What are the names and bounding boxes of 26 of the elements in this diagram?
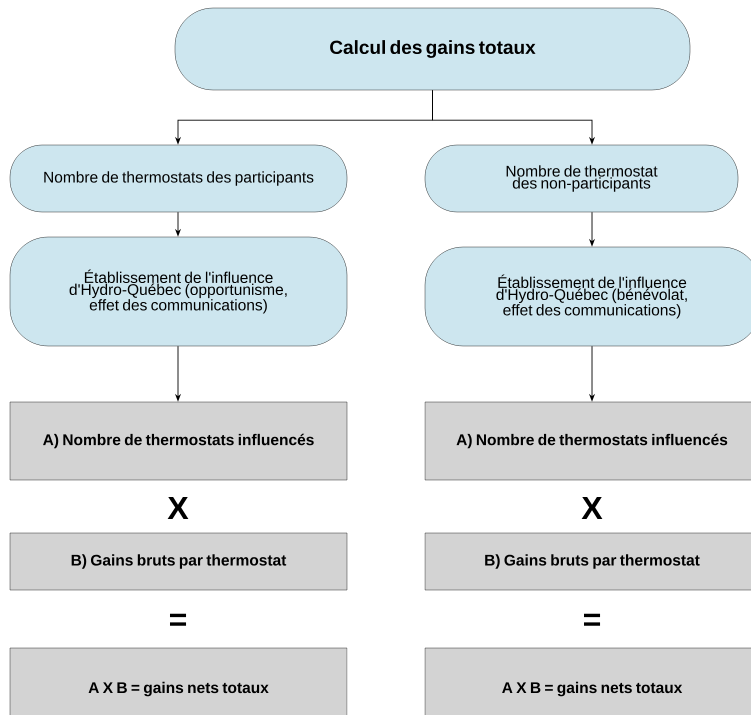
node-text: Nombre de thermostat des non-participants — [506, 165, 658, 192]
rounded-box — [424, 144, 738, 212]
process-box — [424, 402, 751, 480]
node-text: A X B = gains nets totaux — [88, 682, 269, 696]
node-text: Calcul des gains totaux — [330, 40, 536, 58]
node-text: B) Gains bruts par thermostat — [72, 554, 286, 569]
process-box — [424, 532, 751, 590]
node-text: Établissement de l'influence d'Hydro-Québec (bénévolat, effet des communications) — [496, 274, 687, 319]
node-text: A X B = gains nets totaux — [502, 682, 682, 696]
rounded-box — [424, 246, 751, 346]
node-text: B) Gains bruts par thermostat — [485, 554, 700, 569]
node-text: Nombre de thermostats des participants — [44, 171, 314, 186]
rounded-box — [10, 144, 348, 212]
operator-symbol: X — [168, 497, 188, 520]
process-box — [10, 648, 348, 715]
process-box — [10, 532, 348, 590]
operator-symbol: = — [584, 614, 600, 626]
operator-symbol: = — [170, 614, 186, 626]
process-box — [424, 648, 751, 715]
node-text: A) Nombre de thermostats influencés — [43, 434, 314, 448]
node-text: Établissement de l'influence d'Hydro-Québec (opportunisme, effet des communications) — [70, 269, 287, 314]
process-box — [10, 402, 348, 480]
node-text: A) Nombre de thermostats influencés — [456, 434, 728, 448]
operator-symbol: X — [582, 497, 602, 520]
rounded-box — [10, 236, 348, 346]
rounded-box — [174, 8, 690, 90]
